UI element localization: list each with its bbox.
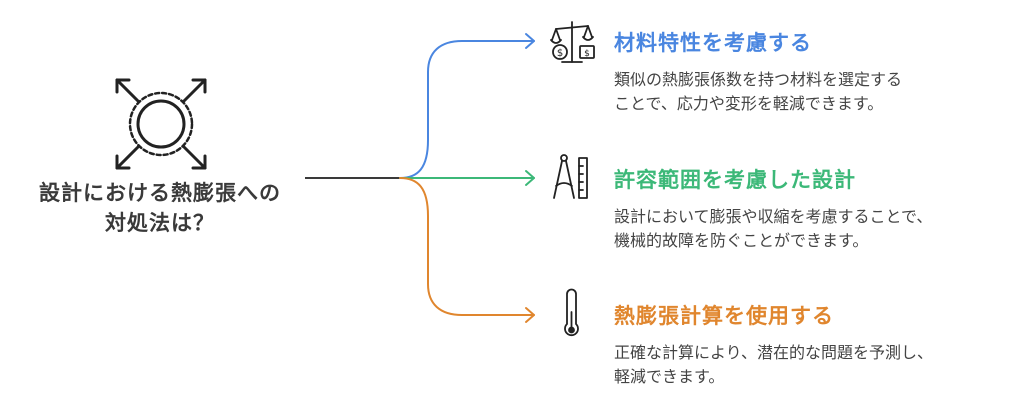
central-question-line1: 設計における熱膨張への <box>39 181 281 205</box>
branch-description-material-properties: 類似の熱膨張係数を持つ材料を選定する ことで、応力や変形を軽減できます。 <box>614 68 902 116</box>
central-question-line2: 対処法は？ <box>105 211 215 235</box>
branch-connector-2 <box>399 170 535 186</box>
branch-description-line: ことで、応力や変形を軽減できます。 <box>614 94 884 113</box>
branch-description-line: 軽減できます。 <box>614 367 725 386</box>
branch-title-material-properties: 材料特性を考慮する <box>614 31 812 55</box>
branch-description-line: 設計において膨張や収縮を考慮することで、 <box>614 207 933 226</box>
expand-arrows-circle-icon <box>115 78 207 170</box>
thermometer-icon <box>564 288 579 337</box>
branch-description-line: 正確な計算により、潜在的な問題を予測し、 <box>614 343 934 362</box>
balance-scale-money-icon: $ $ <box>550 21 595 63</box>
branch-connector-3 <box>399 177 535 323</box>
branch-title-thermal-calculation: 熱膨張計算を使用する <box>614 304 834 328</box>
branch-description-line: 類似の熱膨張係数を持つ材料を選定する <box>614 70 903 89</box>
branch-description-line: 機械的故障を防ぐことができます。 <box>614 231 869 250</box>
branch-connector-1 <box>399 33 535 179</box>
central-question: 設計における熱膨張への 対処法は？ <box>10 178 310 238</box>
svg-text:$: $ <box>557 48 563 59</box>
branch-description-thermal-calculation: 正確な計算により、潜在的な問題を予測し、 軽減できます。 <box>614 341 933 389</box>
branch-title-tolerance-design: 許容範囲を考慮した設計 <box>614 168 856 192</box>
svg-text:$: $ <box>584 49 590 59</box>
drafting-compass-ruler-icon <box>553 154 588 199</box>
branch-description-tolerance-design: 設計において膨張や収縮を考慮することで、 機械的故障を防ぐことができます。 <box>614 205 932 253</box>
